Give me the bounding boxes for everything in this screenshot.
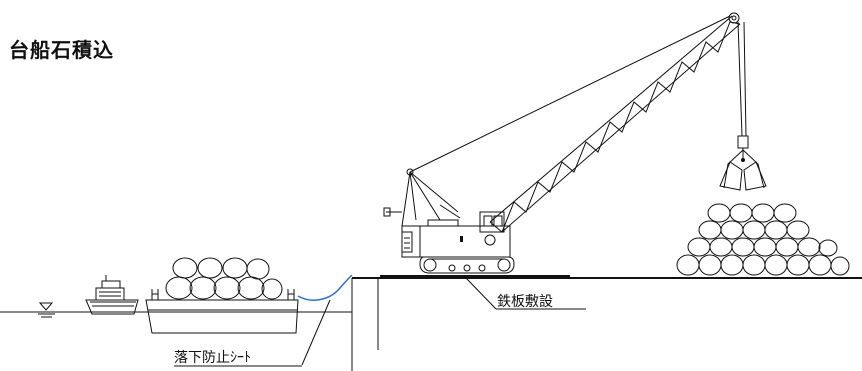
tug-boat — [85, 275, 139, 315]
hoist-ropes — [737, 21, 747, 137]
barge-stones — [165, 257, 283, 300]
crawler-crane — [383, 12, 767, 274]
crane-gantry — [383, 168, 461, 227]
steel-plate — [380, 275, 586, 310]
sheet-leader-line — [301, 299, 331, 366]
grab-bucket — [719, 135, 767, 191]
quay-wall — [351, 277, 862, 371]
fall-prevention-sheet-label: 落下防止ｼｰﾄ — [174, 350, 251, 366]
fall-prevention-sheet — [297, 274, 353, 301]
crane-boom — [489, 12, 741, 233]
crane-body — [401, 211, 511, 258]
boom-pendant-line — [409, 15, 731, 173]
water — [0, 302, 352, 318]
diagram-title: 台船石積込 — [9, 38, 114, 62]
steel-plate-label: 鉄板敷設 — [497, 294, 553, 310]
stone-pile — [676, 203, 850, 276]
crawler-track — [419, 256, 515, 274]
barge — [145, 257, 299, 334]
water-level-symbol — [38, 302, 55, 318]
